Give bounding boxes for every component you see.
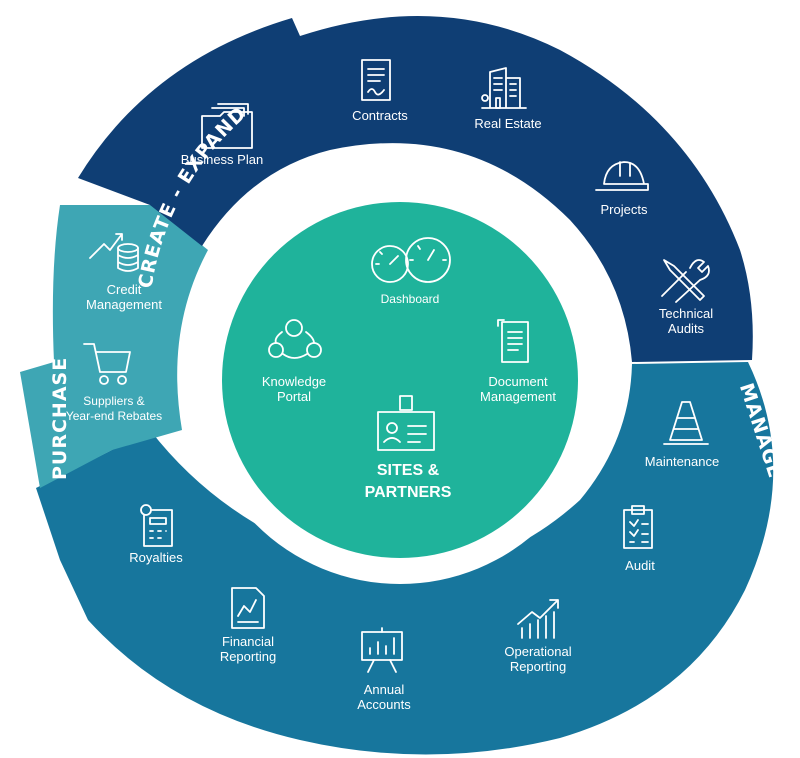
maintenance-label: Maintenance bbox=[644, 454, 720, 469]
signed-contract-icon bbox=[361, 59, 391, 101]
presentation-board-icon bbox=[361, 627, 403, 673]
calculator-icon bbox=[140, 504, 173, 547]
annual-accounts-label: Annual Accounts bbox=[357, 682, 411, 712]
royalties-label: Royalties bbox=[129, 550, 183, 565]
network-people-icon bbox=[268, 319, 322, 359]
financial-reporting-label: Financial Reporting bbox=[219, 634, 277, 664]
manage-optimize-segment bbox=[36, 362, 774, 755]
center-circle bbox=[222, 202, 578, 558]
folder-documents-icon bbox=[201, 103, 253, 149]
credit-management-label: Credit Management bbox=[86, 282, 162, 312]
wrench-screwdriver-icon bbox=[661, 259, 710, 303]
report-document-icon bbox=[231, 587, 265, 629]
sites-partners-title: SITES & PARTNERS bbox=[364, 462, 452, 501]
document-management-label: Document Management bbox=[480, 374, 556, 404]
knowledge-portal-label: Knowledge Portal bbox=[261, 374, 327, 404]
audit-label: Audit bbox=[625, 558, 655, 573]
checklist-clipboard-icon bbox=[623, 505, 653, 549]
projects-label: Projects bbox=[600, 202, 648, 217]
documents-icon bbox=[497, 319, 529, 363]
gauges-icon bbox=[371, 237, 451, 283]
dashboard-label: Dashboard bbox=[380, 292, 440, 306]
business-plan-label: Business Plan bbox=[180, 152, 264, 167]
id-badge-icon bbox=[377, 395, 435, 451]
building-icon bbox=[481, 67, 527, 109]
coins-growth-icon bbox=[89, 233, 139, 272]
technical-audits-label: Technical Audits bbox=[658, 306, 714, 336]
traffic-cone-icon bbox=[663, 401, 709, 445]
hard-hat-icon bbox=[595, 161, 649, 191]
purchase-title: PURCHASE bbox=[49, 357, 71, 480]
real-estate-label: Real Estate bbox=[474, 116, 542, 131]
shopping-cart-icon bbox=[83, 343, 131, 385]
suppliers-label: Suppliers & Year-end Rebates bbox=[65, 394, 163, 423]
operational-reporting-label: Operational Reporting bbox=[504, 644, 572, 674]
purchase-segment bbox=[20, 205, 208, 488]
contracts-label: Contracts bbox=[352, 108, 408, 123]
rising-chart-icon bbox=[517, 599, 559, 639]
create-expand-segment bbox=[78, 16, 753, 362]
